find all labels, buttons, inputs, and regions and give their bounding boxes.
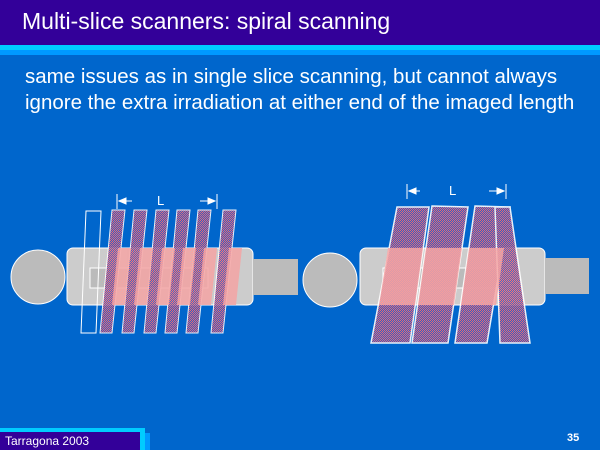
footer-box — [0, 432, 140, 450]
band — [210, 209, 237, 334]
length-dimension — [406, 184, 507, 199]
page-number: 35 — [567, 432, 580, 444]
footer-accent — [0, 428, 145, 432]
footer-accent-side — [140, 428, 145, 450]
length-dimension — [116, 194, 218, 209]
footer-accent-side-secondary — [145, 433, 150, 450]
single-pitch-diagram: L — [10, 193, 298, 334]
patient-legs — [545, 258, 589, 294]
length-label: L — [449, 183, 456, 198]
band — [99, 209, 126, 334]
patient-head — [10, 249, 66, 305]
wide-pitch-diagram: L — [302, 183, 589, 344]
accent-stripe-secondary — [0, 50, 600, 55]
title-bar — [0, 0, 600, 45]
band-body-overlay — [112, 248, 242, 305]
patient-legs — [253, 259, 298, 295]
ghost-band — [80, 210, 102, 334]
footer-text: Tarragona 2003 — [5, 434, 90, 448]
length-label: L — [157, 193, 164, 208]
accent-stripe — [0, 45, 600, 50]
slide-body-text: same issues as in single slice scanning,… — [25, 65, 575, 114]
band — [494, 206, 531, 344]
patient-head — [302, 252, 358, 308]
band-body-overlay — [379, 248, 504, 305]
slide-title: Multi-slice scanners: spiral scanning — [22, 8, 391, 34]
